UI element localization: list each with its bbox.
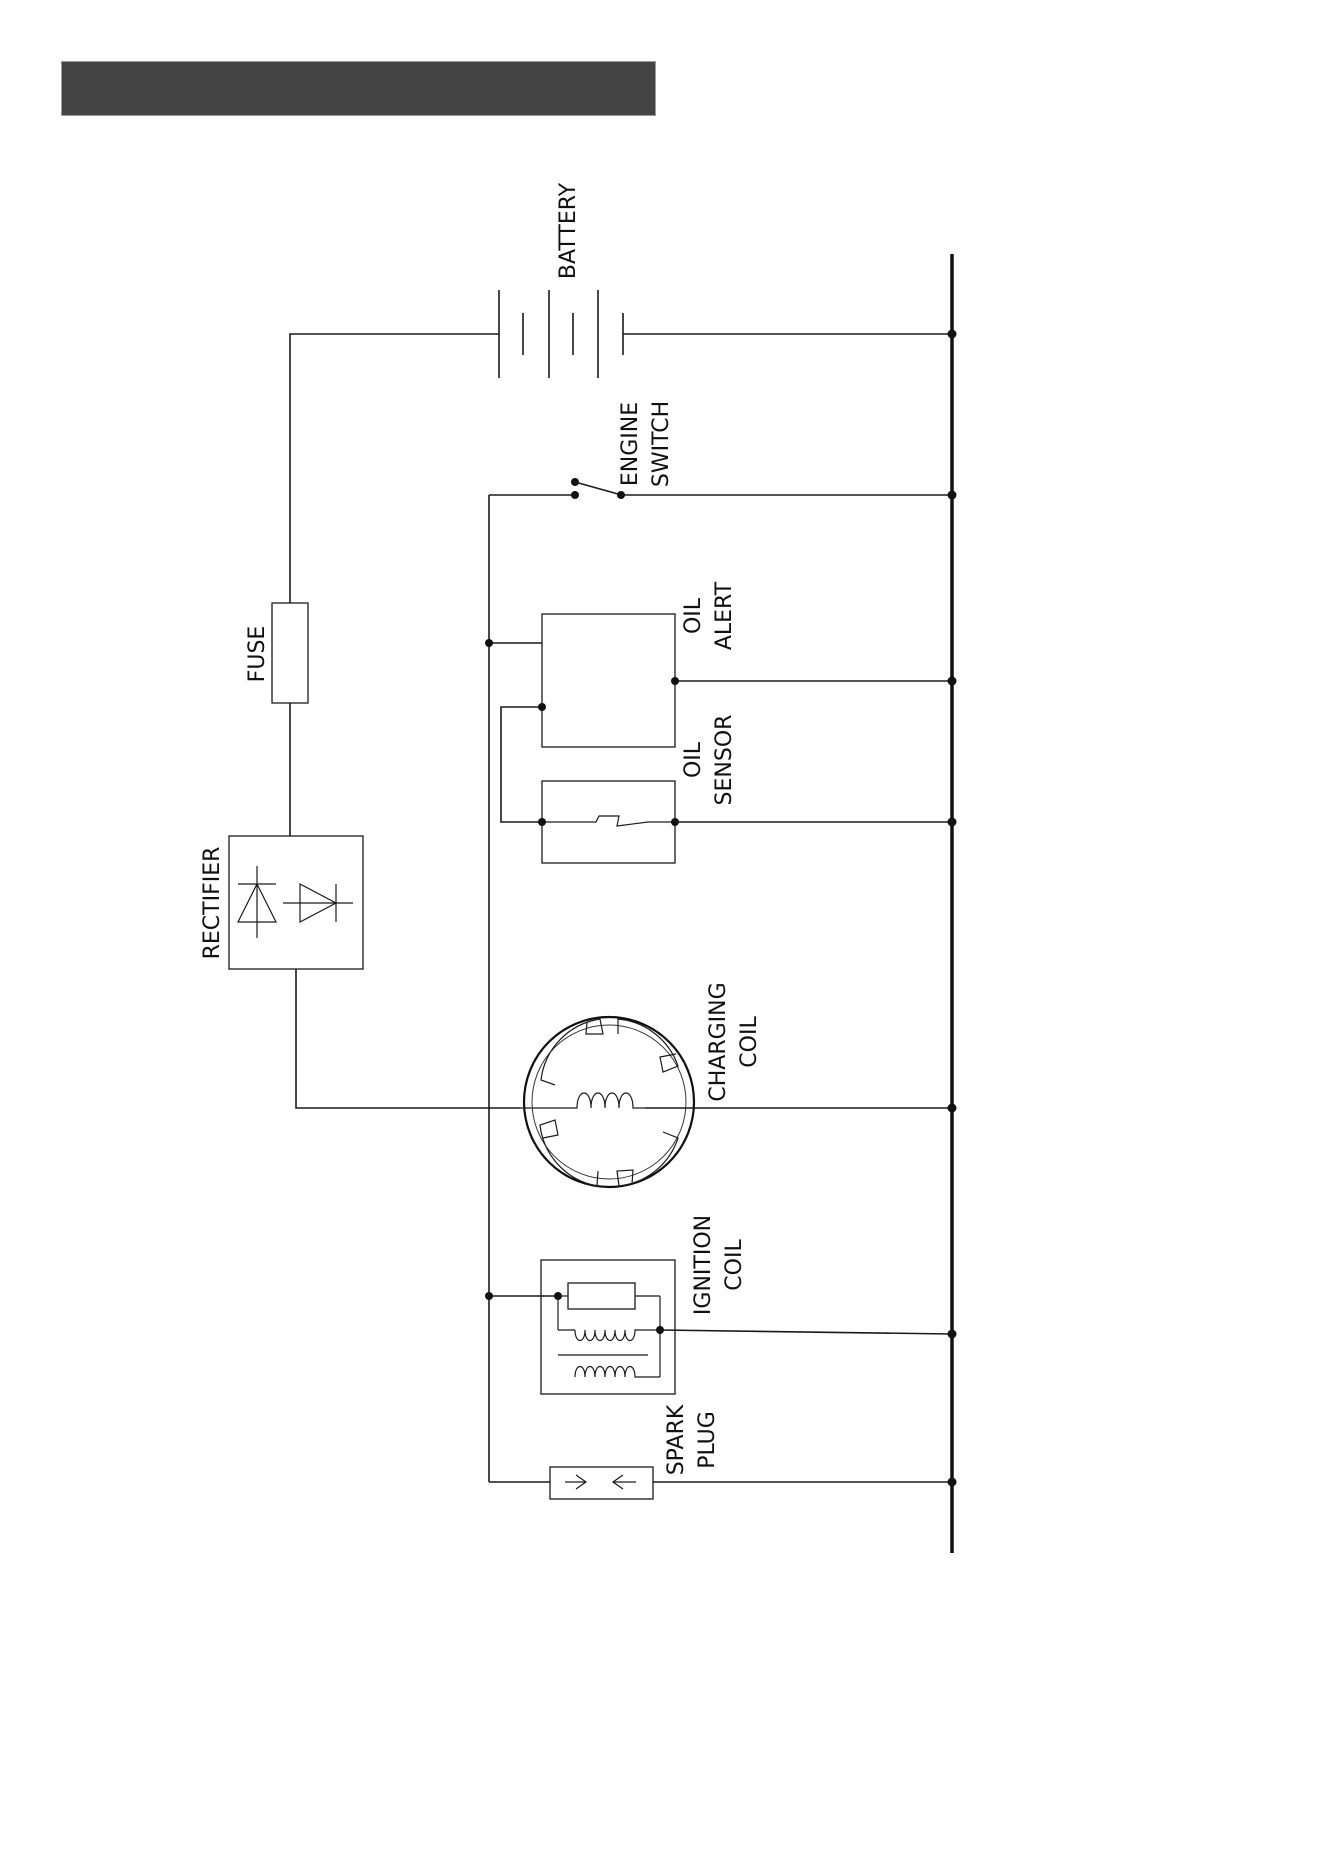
rectifier	[229, 836, 363, 969]
switch-icon	[571, 478, 625, 499]
spark-plug-label-line1: SPARK	[664, 1404, 689, 1475]
battery-positive-wire	[290, 334, 499, 603]
oil-alert-label-line1: OIL	[681, 597, 706, 634]
engine-switch-label-line1: ENGINE	[618, 402, 643, 486]
engine-switch-label-line2: SWITCH	[649, 401, 674, 487]
charging-coil-label-line1: CHARGING	[706, 982, 731, 1101]
rectifier-label: RECTIFIER	[200, 847, 225, 960]
ignition-coil	[485, 1260, 675, 1394]
charging-coil-label-line2: COIL	[737, 1016, 762, 1068]
rectifier-charging-wire	[296, 969, 520, 1108]
oil-sensor-label-line1: OIL	[681, 741, 706, 778]
oil-sensor-label-line2: SENSOR	[712, 715, 737, 806]
oil-alert-label-line2: ALERT	[712, 581, 737, 650]
spark-plug-icon	[550, 1467, 653, 1499]
battery-label: BATTERY	[556, 182, 581, 279]
ignition-coil-label-line1: IGNITION	[691, 1215, 716, 1315]
oil-alert-box	[542, 614, 675, 747]
spark-plug-label-line2: PLUG	[695, 1411, 720, 1469]
battery-icon	[499, 290, 623, 378]
fuse-icon	[272, 603, 308, 703]
charging-coil	[520, 1017, 694, 1187]
ignition-coil-label-line2: COIL	[722, 1239, 747, 1291]
fuse-label: FUSE	[245, 626, 270, 683]
